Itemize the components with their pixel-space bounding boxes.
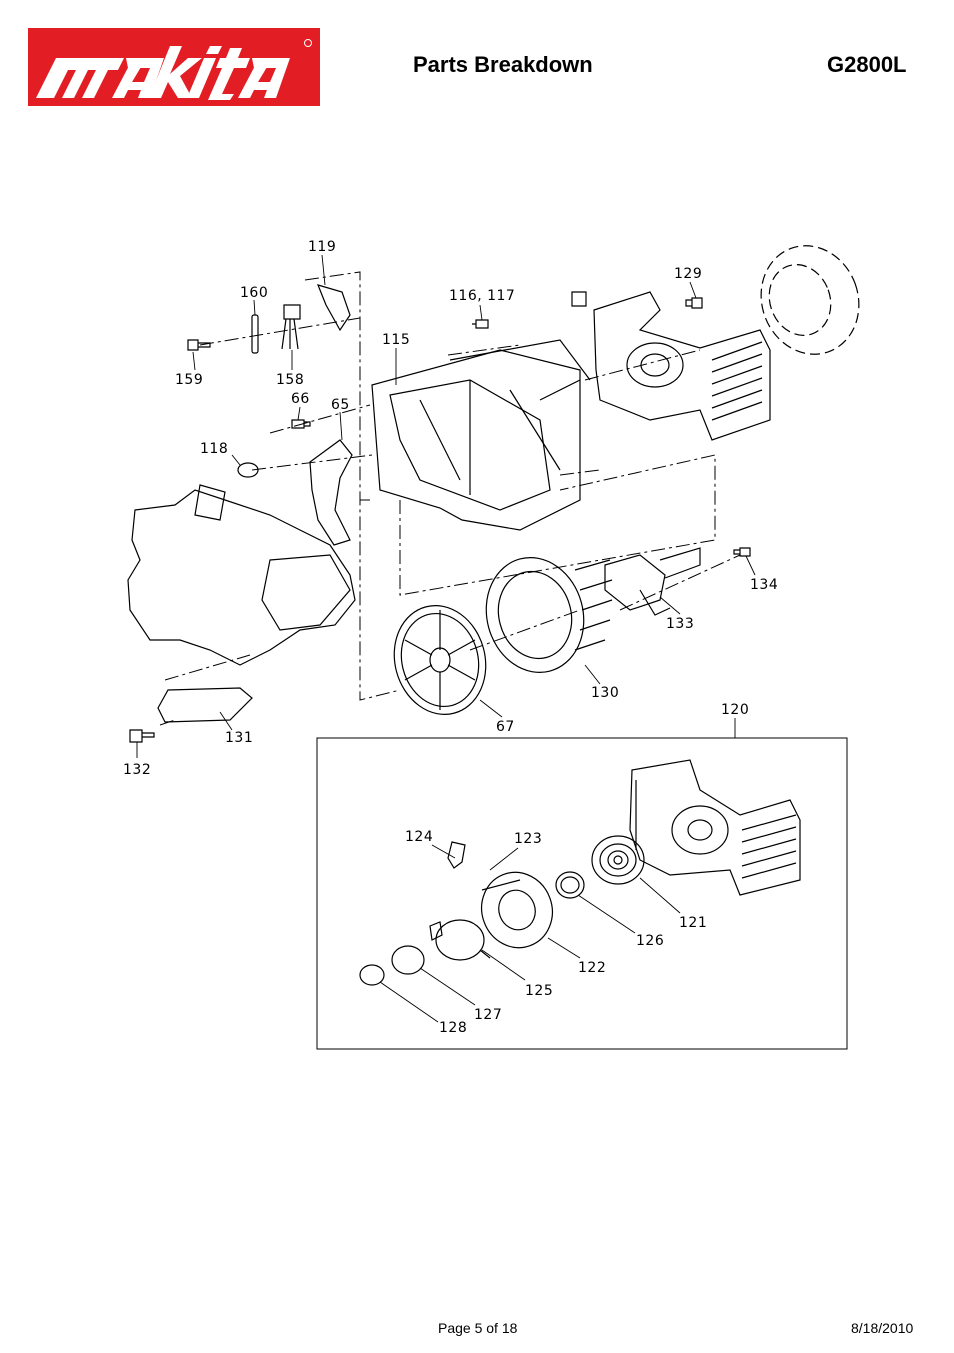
fan-outline (760, 245, 860, 355)
callout-160: 160 (240, 285, 268, 301)
page-number: Page 5 of 18 (438, 1320, 518, 1336)
part-118-bushing (237, 462, 259, 478)
part-160-pin (251, 314, 259, 354)
part-133-stator (604, 547, 701, 616)
callout-132: 132 (123, 762, 151, 778)
part-158-connector (281, 304, 301, 350)
callout-65: 65 (331, 397, 350, 413)
callout-67: 67 (496, 719, 515, 735)
part-134-screw (733, 547, 751, 557)
makita-logo: makita (28, 28, 320, 106)
part-129-screw (685, 297, 703, 309)
callout-124: 124 (405, 829, 433, 845)
callout-115: 115 (382, 332, 410, 348)
engine-crankcase (127, 489, 356, 666)
part-119-plate (316, 284, 351, 332)
callout-118: 118 (200, 441, 228, 457)
callout-159: 159 (175, 372, 203, 388)
callout-127: 127 (474, 1007, 502, 1023)
callout-125: 125 (525, 983, 553, 999)
callout-121: 121 (679, 915, 707, 931)
callout-66: 66 (291, 391, 310, 407)
part-127-plate (391, 945, 425, 975)
callout-128: 128 (439, 1020, 467, 1036)
callout-116-117: 116, 117 (449, 288, 515, 304)
callout-131: 131 (225, 730, 253, 746)
part-130-rotor (485, 557, 613, 673)
part-65-baffle (309, 439, 353, 546)
part-125-ratchet (429, 919, 491, 961)
callout-122: 122 (578, 960, 606, 976)
callout-123: 123 (514, 831, 542, 847)
part-159-bolt (187, 339, 211, 351)
part-132-bolt (129, 729, 155, 743)
detail-box-120 (316, 737, 848, 1050)
callout-133: 133 (666, 616, 694, 632)
starter-housing-upper (571, 291, 771, 441)
part-128-clip (359, 964, 385, 986)
callout-126: 126 (636, 933, 664, 949)
callout-119: 119 (308, 239, 336, 255)
part-67-flywheel (393, 605, 487, 715)
part-124-handle (447, 841, 466, 869)
part-131-plate (157, 687, 253, 723)
page-title: Parts Breakdown (413, 52, 593, 77)
callout-130: 130 (591, 685, 619, 701)
part-115-housing (371, 339, 591, 531)
part-123-reel (481, 871, 553, 949)
part-66-screw (291, 419, 311, 429)
part-126-ring (555, 871, 585, 899)
callout-120: 120 (721, 702, 749, 718)
callout-134: 134 (750, 577, 778, 593)
document-date: 8/18/2010 (851, 1320, 914, 1336)
part-121-spiral-spring (591, 835, 645, 885)
model-number: G2800L (827, 52, 907, 77)
callout-129: 129 (674, 266, 702, 282)
part-120-recoil-housing (629, 759, 801, 896)
part-116-screw (472, 319, 489, 329)
callout-158: 158 (276, 372, 304, 388)
